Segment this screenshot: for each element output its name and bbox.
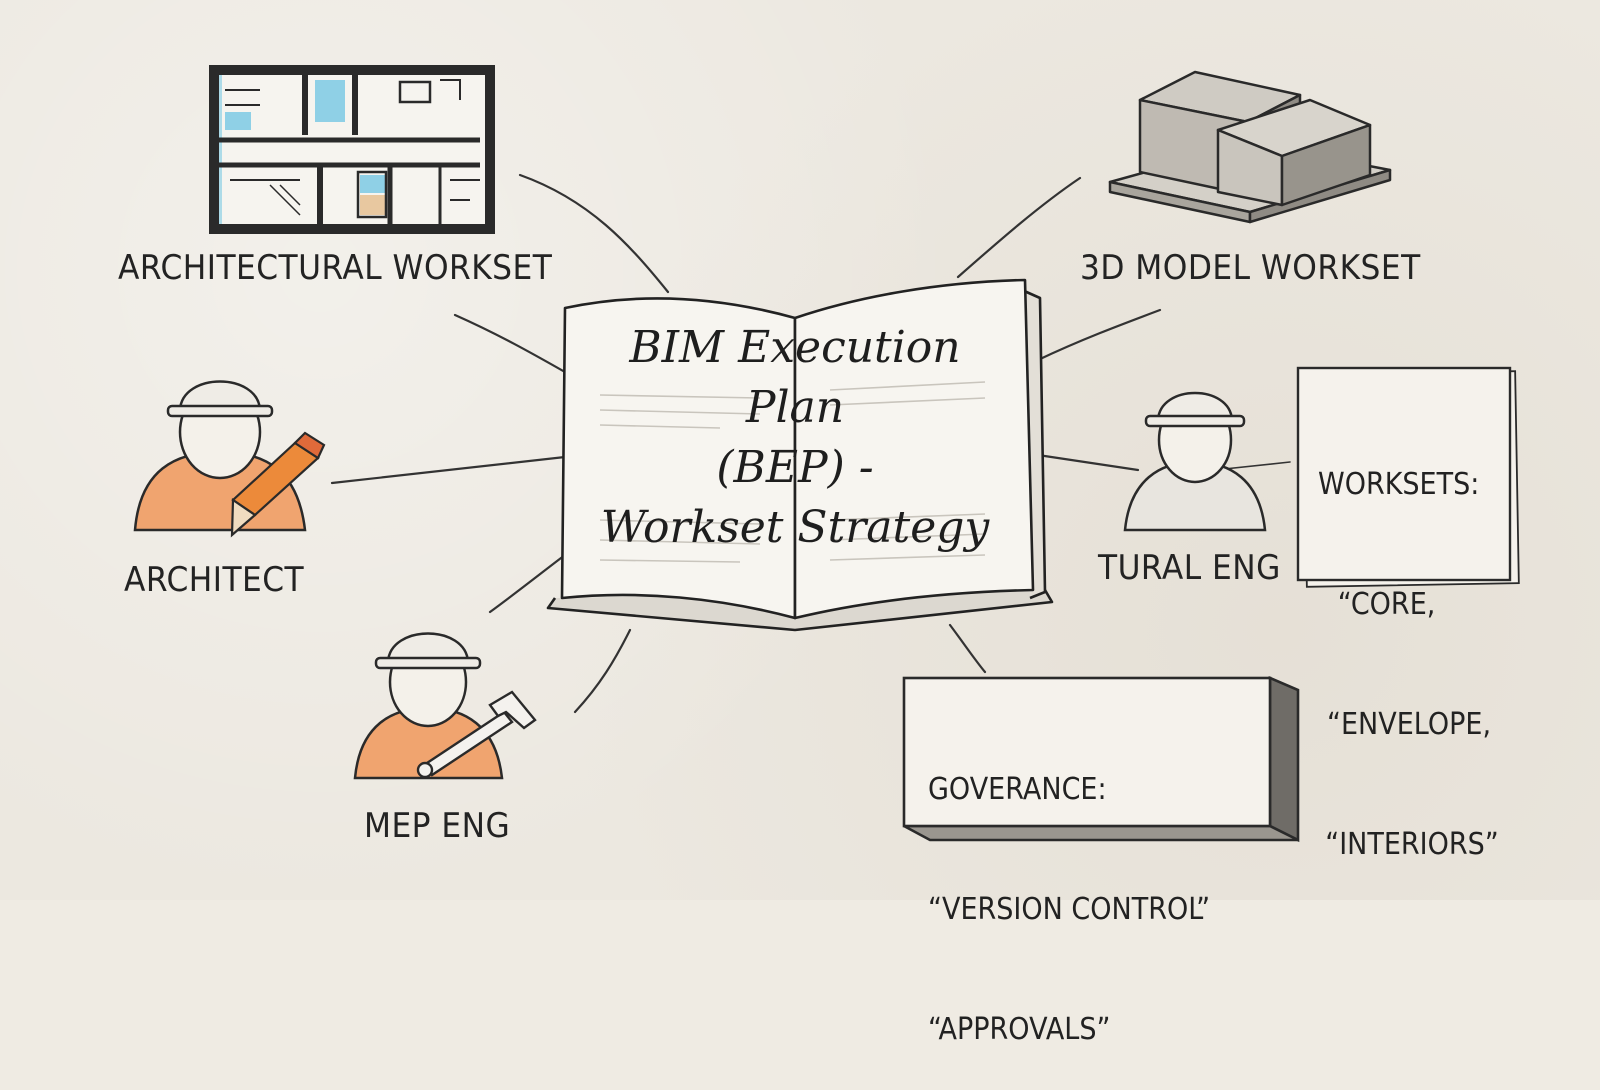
connector-architectural-workset	[518, 173, 670, 294]
book-title-line-2: (BEP) -	[716, 442, 874, 493]
pipe-wrench-icon	[416, 690, 537, 779]
worksets-note-line-4: “INTERIORS”	[1325, 827, 1499, 862]
connector-lines	[330, 173, 1291, 714]
connector-architectural-label	[453, 313, 567, 374]
3d-model-icon	[1108, 70, 1392, 224]
worksets-note-line-2: “CORE,	[1337, 587, 1436, 622]
connector-governance	[948, 623, 987, 674]
worksets-note-line-3: “ENVELOPE,	[1327, 707, 1492, 742]
3d-model-workset-label: 3D MODEL WORKSET	[1080, 248, 1421, 288]
connector-structural	[1036, 453, 1140, 472]
governance-box	[902, 676, 1300, 843]
architectural-workset-label: ARCHITECTURAL WORKSET	[118, 248, 553, 288]
governance-line-1: GOVERANCE:	[928, 772, 1107, 807]
pencil-icon	[230, 431, 326, 538]
worksets-note-text: WORKSETS: “CORE, “ENVELOPE, “INTERIORS”	[1318, 385, 1499, 905]
structural-eng-label: TURAL ENG	[1098, 548, 1281, 588]
floor-plan-icon	[209, 65, 495, 234]
connector-architect	[330, 455, 567, 485]
book-title-line-1: BIM Execution Plan	[629, 322, 961, 433]
book-title-line-3: Workset Strategy	[600, 502, 990, 553]
connector-mep-upper	[488, 553, 567, 614]
governance-line-3: “APPROVALS”	[928, 1012, 1111, 1047]
architect-figure	[133, 380, 307, 532]
architect-label: ARCHITECT	[124, 560, 305, 600]
mep-eng-label: MEP ENG	[364, 806, 511, 846]
connector-3d-model	[956, 176, 1082, 279]
governance-line-2: “VERSION CONTROL”	[928, 892, 1211, 927]
worksets-note-box	[1296, 366, 1520, 588]
structural-eng-figure	[1123, 391, 1267, 532]
connector-3d-label	[1036, 308, 1162, 362]
book-icon	[546, 278, 1054, 632]
connector-mep-lower	[573, 628, 632, 714]
governance-text: GOVERANCE: “VERSION CONTROL” “APPROVALS”	[928, 690, 1210, 1090]
worksets-note-line-1: WORKSETS:	[1318, 467, 1480, 502]
mep-eng-figure	[353, 632, 504, 780]
diagram-art	[133, 65, 1520, 843]
book-title: BIM Execution Plan (BEP) - Workset Strat…	[580, 318, 1010, 558]
